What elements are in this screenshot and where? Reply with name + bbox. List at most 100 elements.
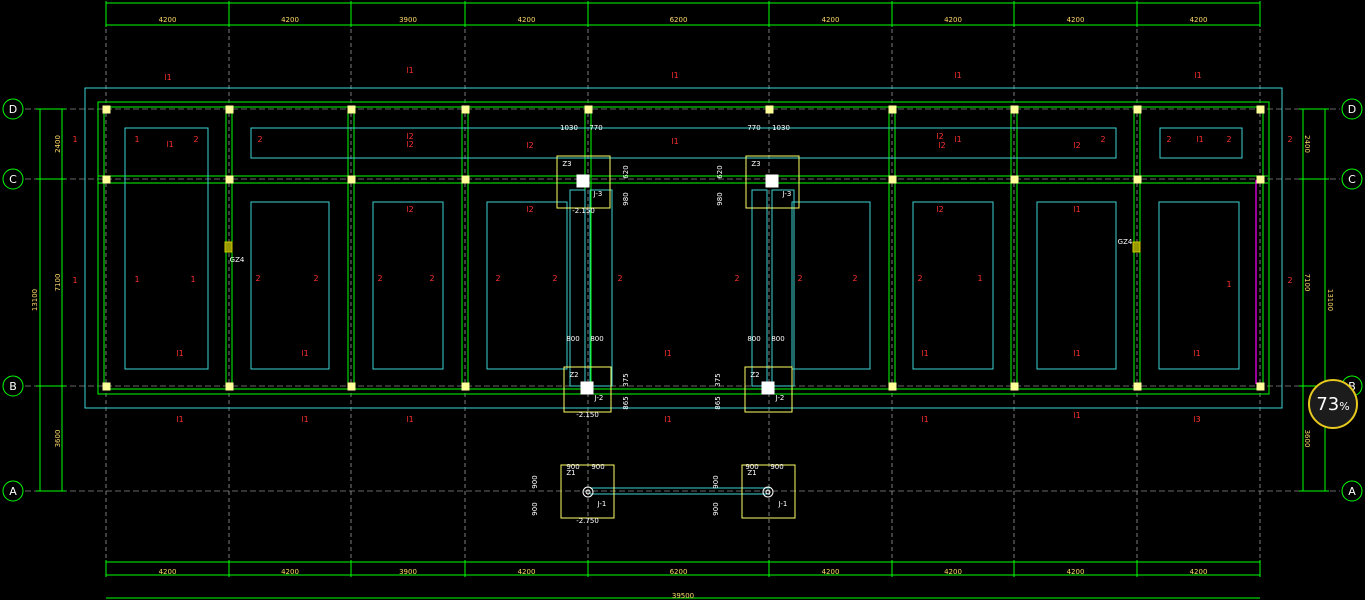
top-dim-4: 4200	[518, 16, 536, 24]
slab-label-6: l1	[166, 140, 173, 149]
pier-1	[576, 174, 590, 188]
top-dim-1: 4200	[159, 16, 177, 24]
slab-panel-4	[250, 201, 330, 370]
bottom-dim-7: 4200	[944, 568, 962, 576]
column-marker-2-9	[1256, 382, 1265, 391]
slab-label-14: l2	[406, 205, 413, 214]
zoom-unit: %	[1339, 400, 1350, 413]
top-dim-2: 4200	[281, 16, 299, 24]
slab-label-29: l1	[921, 415, 928, 424]
axis-label-D: D	[1348, 103, 1356, 116]
slab-panel-7	[791, 201, 871, 370]
core-wall-3	[589, 189, 613, 387]
bottom-dim-8: 4200	[1067, 568, 1085, 576]
pier-2	[765, 174, 779, 188]
z2-side-dim-4: 865	[714, 396, 722, 409]
axis-bubble-B-left	[2, 375, 24, 397]
top-dim-7: 4200	[944, 16, 962, 24]
slab-label-9: l1	[671, 137, 678, 146]
column-marker-0-6	[888, 105, 897, 114]
z3-side-dim-4: 980	[716, 192, 724, 205]
edge-number-12: 2	[313, 274, 318, 283]
top-dim-9: 4200	[1190, 16, 1208, 24]
slab-label-5: l1	[1194, 71, 1201, 80]
slab-label-30: l1	[1073, 411, 1080, 420]
slab-label-20: l1	[176, 349, 183, 358]
slab-label-18: l2	[406, 132, 413, 141]
z2-dim-left-0: 800	[566, 335, 579, 343]
slab-label-1: l1	[164, 73, 171, 82]
column-marker-1-0	[102, 175, 111, 184]
slab-panel-1	[124, 127, 209, 370]
side-dim-1: 2400	[1303, 135, 1311, 153]
z3-side-dim-3: 620	[716, 165, 724, 178]
slab-panel-10	[1158, 201, 1240, 370]
footing-label-2: J-3	[782, 190, 792, 198]
total-dim: 39500	[672, 592, 694, 600]
column-label-1: Z3	[562, 160, 571, 168]
side-dim-1: 2400	[54, 135, 62, 153]
gz-column-right	[1132, 241, 1141, 253]
slab-label-13: l1	[1196, 135, 1203, 144]
top-dim-5: 6200	[670, 16, 688, 24]
side-dim-total: 13100	[31, 289, 39, 311]
slab-label-22: l1	[664, 349, 671, 358]
bottom-dim-6: 4200	[822, 568, 840, 576]
edge-number-1: 1	[72, 135, 77, 144]
edge-number-3: 2	[1287, 135, 1292, 144]
axis-bubble-C-right	[1341, 168, 1363, 190]
side-dim-2: 7100	[54, 274, 62, 292]
axis-label-B: B	[1348, 380, 1356, 393]
z3-dim-right-1: 1030	[772, 124, 790, 132]
elevation-label-3: -2.150	[576, 411, 599, 419]
slab-label-32: l1	[301, 415, 308, 424]
column-marker-0-5	[765, 105, 774, 114]
edge-number-10: 2	[1226, 135, 1231, 144]
gz-label-right: GZ4	[1118, 238, 1133, 246]
zoom-indicator[interactable]: 73%	[1308, 379, 1358, 429]
edge-number-4: 2	[1287, 276, 1292, 285]
axis-label-C: C	[9, 173, 17, 186]
edge-number-19: 2	[797, 274, 802, 283]
bottom-dim-1: 4200	[159, 568, 177, 576]
column-label-5: Z1	[566, 469, 575, 477]
z1-dim-left-0: 900	[566, 463, 579, 471]
axis-label-A: A	[1348, 485, 1356, 498]
edge-number-18: 2	[734, 274, 739, 283]
column-marker-0-3	[461, 105, 470, 114]
slab-label-31: l3	[1193, 415, 1200, 424]
slab-panel-3	[1159, 127, 1243, 159]
z1-dim-right-1: 900	[770, 463, 783, 471]
side-dim-2: 7100	[1303, 274, 1311, 292]
column-marker-2-2	[347, 382, 356, 391]
slab-label-25: l1	[1193, 349, 1200, 358]
footing-label-5: J-1	[597, 500, 607, 508]
slab-panel-2	[250, 127, 1117, 159]
bottom-dim-4: 4200	[518, 568, 536, 576]
column-marker-0-7	[1010, 105, 1019, 114]
edge-number-17: 2	[617, 274, 622, 283]
column-marker-1-3	[461, 175, 470, 184]
footing-5	[560, 464, 615, 519]
pier-4	[761, 381, 775, 395]
z1-dim-right-0: 900	[745, 463, 758, 471]
slab-label-3: l1	[671, 71, 678, 80]
elevation-label-1: -2.150	[572, 207, 595, 215]
slab-label-17: l1	[1073, 205, 1080, 214]
edge-number-13: 2	[377, 274, 382, 283]
footing-label-3: J-2	[594, 394, 604, 402]
edge-number-16: 2	[552, 274, 557, 283]
pier-3	[580, 381, 594, 395]
gz-label-left: GZ4	[230, 256, 245, 264]
slab-label-28: l1	[664, 415, 671, 424]
bottom-dim-9: 4200	[1190, 568, 1208, 576]
top-dim-6: 4200	[822, 16, 840, 24]
edge-number-11: 2	[255, 274, 260, 283]
edge-number-21: 2	[917, 274, 922, 283]
column-marker-1-6	[888, 175, 897, 184]
z2-dim-right-0: 800	[747, 335, 760, 343]
axis-bubble-A-right	[1341, 480, 1363, 502]
footing-1	[556, 155, 611, 209]
footing-label-1: J-3	[593, 190, 603, 198]
